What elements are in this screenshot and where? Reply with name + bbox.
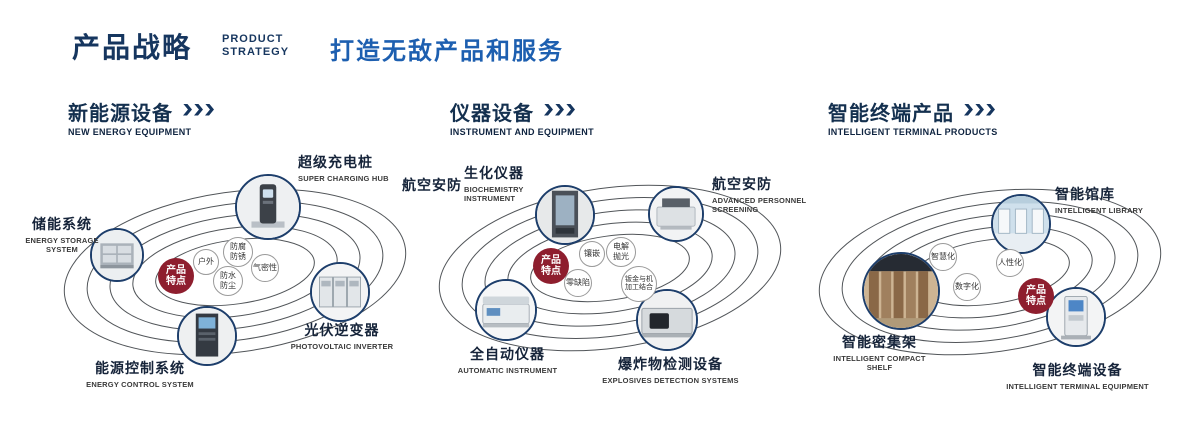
section-instrument-title: 仪器设备 [450, 97, 575, 126]
label-aviation-security-side: 航空安防 [402, 177, 462, 193]
node-label-cn: 智能终端设备 [1032, 362, 1123, 378]
feature-bubble: 钣金与机加工结合 [621, 266, 657, 302]
node-label-en: INTELLIGENT COMPACT SHELF [833, 354, 926, 372]
feature-bubble: 防腐防锈 [223, 237, 253, 267]
section-terminal-subtitle: INTELLIGENT TERMINAL PRODUCTS [828, 127, 998, 137]
section-instrument-subtitle: INSTRUMENT AND EQUIPMENT [450, 127, 594, 137]
terminal-equipment-photo [1048, 289, 1104, 345]
compact-shelf-photo [864, 254, 938, 328]
node-label-cn: 智能密集架 [842, 334, 917, 350]
node-energy-storage [90, 228, 144, 282]
node-compact-shelf [862, 252, 940, 330]
energy-storage-photo [92, 230, 142, 280]
label-compact-shelf: 智能密集架 INTELLIGENT COMPACT SHELF [812, 332, 947, 372]
label-energy-storage: 储能系统 ENERGY STORAGE SYSTEM [22, 214, 102, 254]
node-super-charging-hub [235, 174, 301, 240]
feature-badge: 产品特点 [533, 248, 569, 284]
node-label-cn: 能源控制系统 [95, 360, 185, 376]
page-title-en-top: PRODUCT [222, 33, 284, 45]
pv-inverter-photo [312, 264, 368, 320]
node-label-en: EXPLOSIVES DETECTION SYSTEMS [602, 376, 739, 385]
node-label-en: ENERGY STORAGE SYSTEM [25, 236, 99, 254]
section-new-energy-title: 新能源设备 [68, 97, 214, 126]
label-explosives-detection: 爆炸物检测设备 EXPLOSIVES DETECTION SYSTEMS [598, 354, 743, 385]
node-explosives-detection [636, 289, 698, 351]
feature-bubble: 镶嵌 [579, 241, 605, 267]
node-automatic-instrument [475, 279, 537, 341]
feature-bubble: 智慧化 [929, 243, 957, 271]
node-label-en: ADVANCED PERSONNEL SCREENING [712, 196, 807, 214]
super-charging-hub-photo [237, 176, 299, 238]
node-label-en: ENERGY CONTROL SYSTEM [86, 380, 194, 389]
biochemistry-instrument-photo [537, 187, 593, 243]
feature-badge-label: 产品特点 [1026, 284, 1046, 308]
page-title: 产品战略 [72, 32, 193, 63]
feature-bubble: 电解抛光 [606, 237, 636, 267]
feature-bubble: 气密性 [251, 254, 279, 282]
node-label-en: INTELLIGENT TERMINAL EQUIPMENT [1006, 382, 1149, 391]
node-label-en: AUTOMATIC INSTRUMENT [457, 366, 558, 375]
personnel-screening-photo [650, 188, 702, 240]
chevron-right-icons [542, 103, 575, 121]
label-terminal-equipment: 智能终端设备 INTELLIGENT TERMINAL EQUIPMENT [1005, 360, 1150, 391]
label-intelligent-library: 智能馆库 INTELLIGENT LIBRARY [1055, 184, 1165, 215]
node-label-en: SUPER CHARGING HUB [298, 174, 389, 183]
section-title-cn: 新能源设备 [68, 103, 173, 125]
page-title-en: PRODUCT STRATEGY [222, 33, 289, 59]
chevron-right-icons [962, 103, 995, 121]
node-label-cn: 航空安防 [712, 176, 772, 192]
label-super-charging-hub: 超级充电桩 SUPER CHARGING HUB [298, 152, 418, 183]
node-label-cn: 爆炸物检测设备 [618, 356, 723, 372]
label-pv-inverter: 光伏逆变器 PHOTOVOLTAIC INVERTER [282, 320, 402, 351]
label-automatic-instrument: 全自动仪器 AUTOMATIC INSTRUMENT [450, 344, 565, 375]
section-title-cn: 仪器设备 [450, 103, 534, 125]
node-biochemistry-instrument [535, 185, 595, 245]
section-terminal-title: 智能终端产品 [828, 97, 995, 126]
node-label-en: BIOCHEMISTRY INSTRUMENT [464, 185, 524, 203]
node-terminal-equipment [1046, 287, 1106, 347]
node-label-cn: 全自动仪器 [470, 346, 545, 362]
energy-control-photo [179, 308, 235, 364]
section-title-cn: 智能终端产品 [828, 103, 954, 125]
intelligent-library-photo [993, 196, 1049, 252]
node-label-cn: 生化仪器 [464, 165, 524, 181]
node-label-cn: 光伏逆变器 [304, 322, 380, 338]
section-new-energy-subtitle: NEW ENERGY EQUIPMENT [68, 127, 192, 137]
feature-bubble: 人性化 [996, 249, 1024, 277]
node-pv-inverter [310, 262, 370, 322]
page-slogan: 打造无敌产品和服务 [330, 38, 564, 65]
feature-badge: 产品特点 [158, 258, 194, 294]
feature-bubble: 户外 [193, 249, 219, 275]
feature-bubble: 数字化 [953, 273, 981, 301]
label-personnel-screening: 航空安防 ADVANCED PERSONNEL SCREENING [712, 174, 827, 214]
node-intelligent-library [991, 194, 1051, 254]
explosives-detection-photo [638, 291, 696, 349]
node-label-cn: 超级充电桩 [298, 154, 373, 170]
label-energy-control: 能源控制系统 ENERGY CONTROL SYSTEM [70, 358, 210, 389]
page-title-en-bottom: STRATEGY [222, 46, 290, 59]
chevron-right-icons [181, 103, 214, 121]
node-label-cn: 智能馆库 [1055, 186, 1115, 202]
node-label-en: PHOTOVOLTAIC INVERTER [290, 342, 394, 351]
node-label-cn: 储能系统 [32, 216, 92, 232]
feature-badge-label: 产品特点 [541, 254, 561, 278]
feature-badge: 产品特点 [1018, 278, 1054, 314]
node-personnel-screening [648, 186, 704, 242]
feature-bubble: 零缺陷 [564, 269, 592, 297]
label-biochemistry-instrument: 生化仪器 BIOCHEMISTRY INSTRUMENT [464, 163, 554, 203]
automatic-instrument-photo [477, 281, 535, 339]
node-energy-control [177, 306, 237, 366]
feature-badge-label: 产品特点 [166, 264, 186, 288]
feature-bubble: 防水防尘 [213, 266, 243, 296]
node-label-en: INTELLIGENT LIBRARY [1055, 206, 1144, 215]
